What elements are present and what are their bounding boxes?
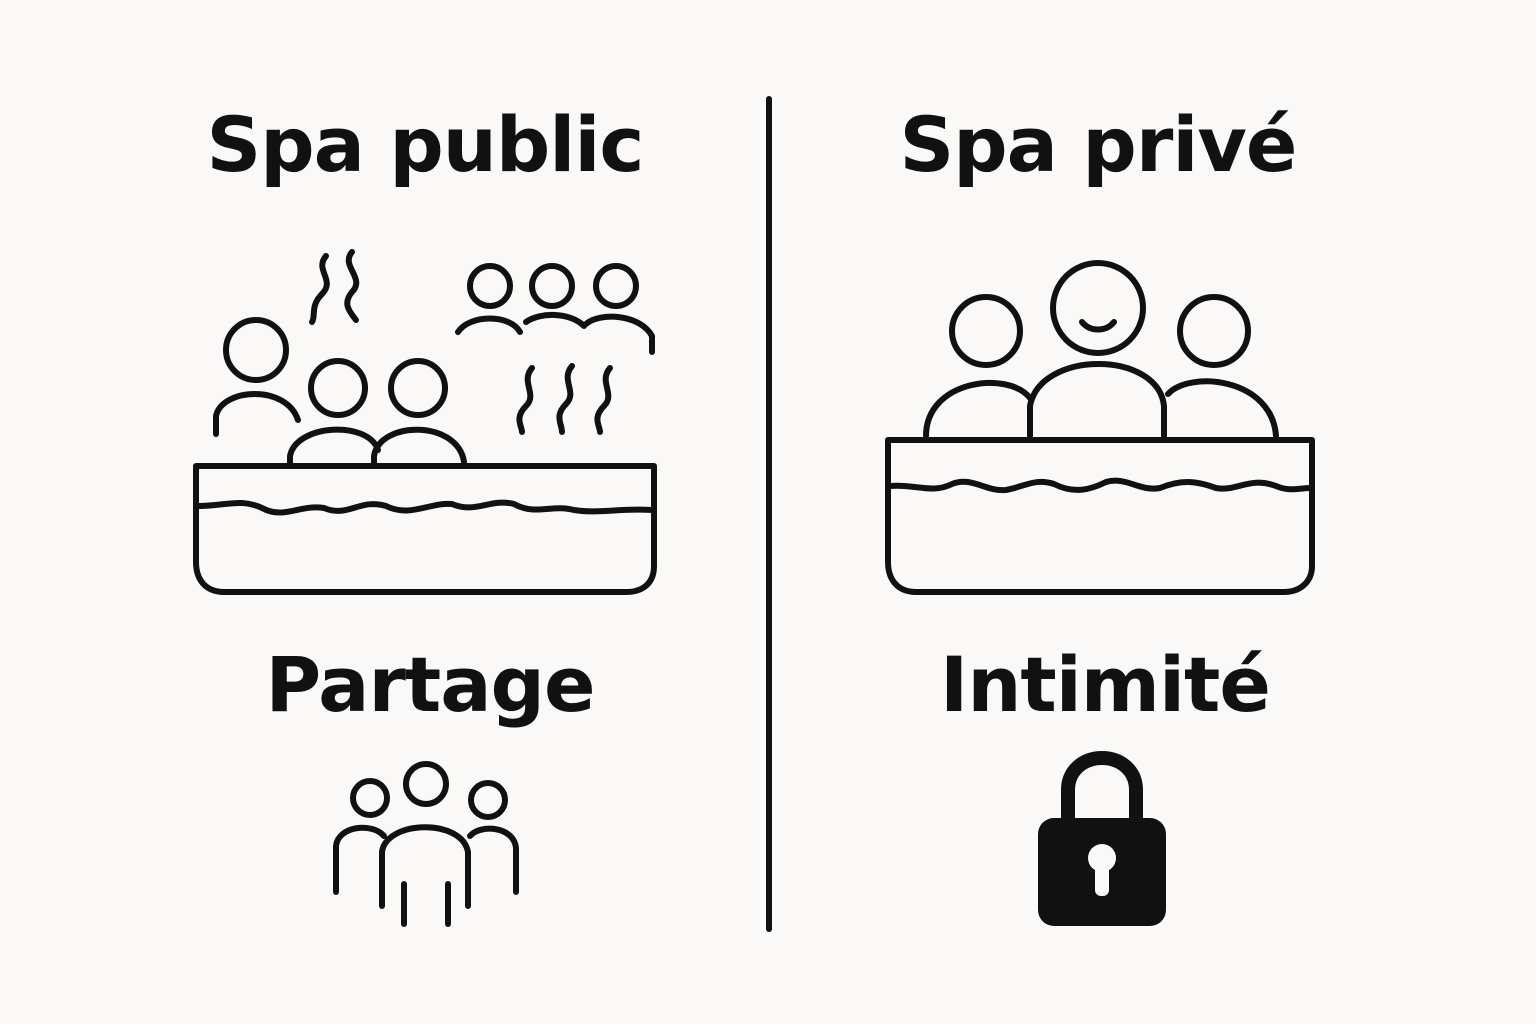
public-spa-title: Spa public xyxy=(206,100,645,189)
public-spa-label: Partage xyxy=(265,640,596,729)
private-spa-label: Intimité xyxy=(940,640,1271,729)
center-divider xyxy=(766,96,772,932)
private-spa-title: Spa privé xyxy=(899,100,1298,189)
private-hot-tub-icon xyxy=(885,260,1315,595)
padlock-icon xyxy=(1038,750,1166,926)
crowded-hot-tub-icon xyxy=(193,249,657,595)
group-of-people-icon xyxy=(333,761,519,927)
